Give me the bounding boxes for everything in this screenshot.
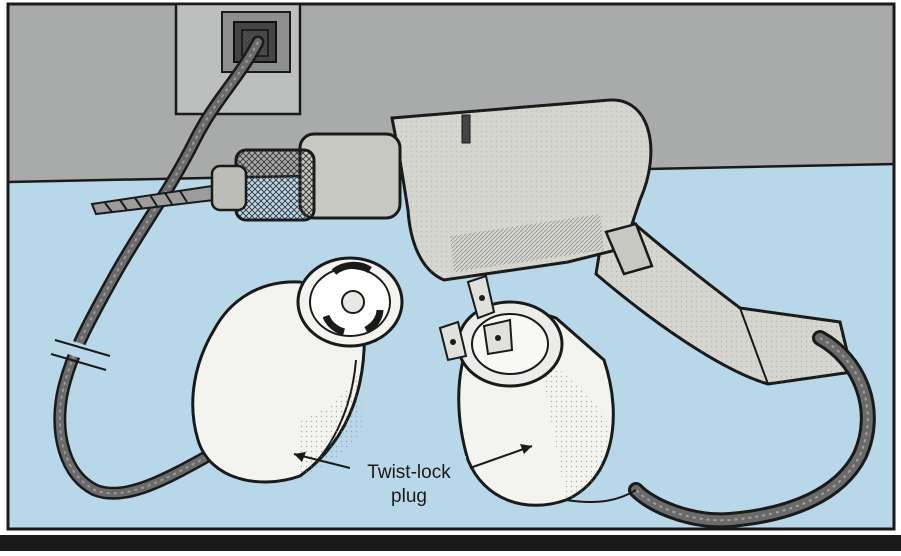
callout-label: Twist-lock plug — [352, 456, 466, 510]
electric-drill — [210, 98, 854, 386]
bottom-bar — [0, 535, 901, 551]
twist-lock-connector-female — [191, 256, 404, 484]
callout-line-2: plug — [391, 486, 427, 507]
drill-cord — [628, 330, 876, 529]
extension-cord — [50, 35, 265, 500]
illustration-frame — [6, 2, 896, 531]
drill-bit — [90, 184, 216, 216]
wall-outlet — [174, 2, 302, 116]
callout-line-1: Twist-lock — [367, 462, 451, 483]
callout-leaders — [293, 444, 533, 469]
